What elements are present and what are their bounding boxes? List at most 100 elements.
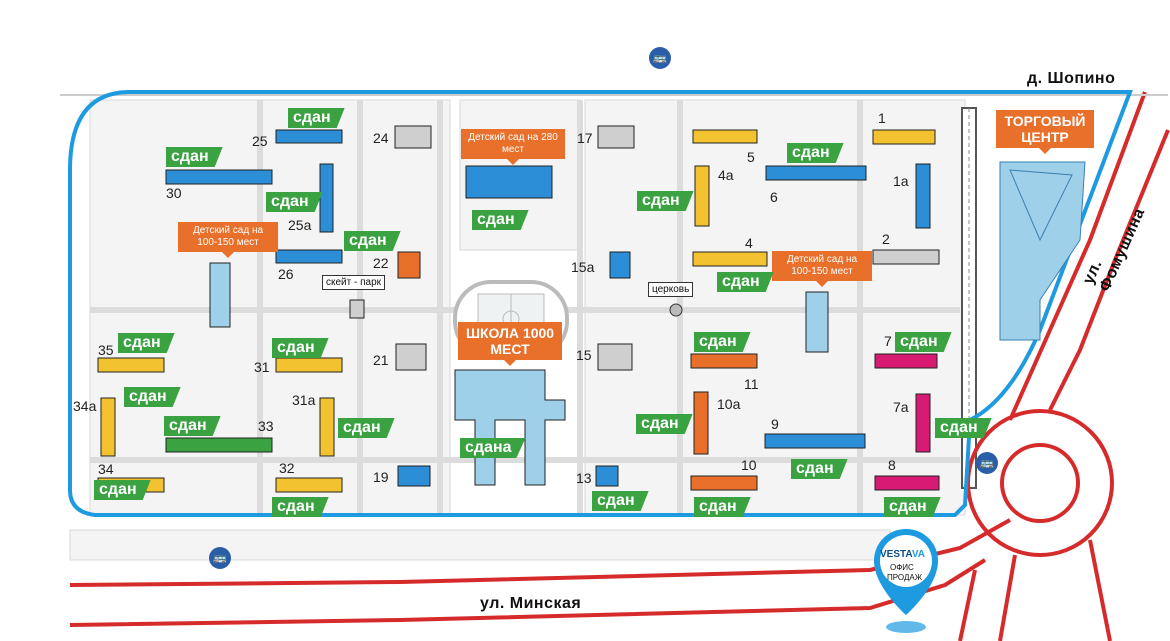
- sales-office-line1: ОФИС: [890, 563, 914, 572]
- school-building: [454, 369, 566, 486]
- building-number: 22: [373, 255, 389, 271]
- mall-callout: ТОРГОВЫЙ ЦЕНТР: [996, 110, 1094, 154]
- building-13: [595, 465, 619, 487]
- building-35: [97, 357, 165, 373]
- status-tag: сдан: [266, 192, 323, 212]
- status-tag: сдан: [935, 418, 992, 438]
- building-number: 2: [882, 231, 890, 247]
- main-roads: [69, 91, 1170, 641]
- building-24: [394, 125, 432, 149]
- street-minskaya-label: ул. Минская: [480, 595, 582, 612]
- building-33: [165, 437, 273, 453]
- building-6: [765, 165, 867, 181]
- skatepark-label: скейт - парк: [322, 275, 386, 290]
- building-7: [874, 353, 938, 369]
- status-tag: сдан: [592, 491, 649, 511]
- status-tag: сдан: [272, 497, 329, 517]
- building-number: 34а: [73, 398, 97, 414]
- sales-office-brand: VESTAVA: [880, 549, 926, 560]
- sales-office-line2: ПРОДАЖ: [887, 573, 923, 582]
- status-tag: сдан: [124, 387, 181, 407]
- location-pin-icon: [874, 529, 938, 633]
- kindergarten-100-right-building: [805, 291, 829, 353]
- building-number: 11: [744, 376, 759, 392]
- status-tag: сдан: [338, 418, 395, 438]
- building-number: 25а: [288, 217, 312, 233]
- building-9: [764, 433, 866, 449]
- building-5: [692, 129, 758, 144]
- building-number: 13: [576, 470, 592, 486]
- building-number: 10: [741, 457, 757, 473]
- church-label: церковь: [648, 282, 694, 297]
- building-number: 25: [252, 133, 268, 149]
- bus-icon[interactable]: 🚌: [209, 547, 231, 569]
- status-tag: сдан: [694, 332, 751, 352]
- building-21: [395, 343, 427, 371]
- church-icon: [669, 303, 683, 317]
- kindergarten-100-left-building: [209, 262, 231, 328]
- building-17: [597, 125, 635, 149]
- building-34a: [100, 397, 116, 457]
- street-shopino-label: д. Шопино: [1027, 70, 1116, 87]
- building-number: 1а: [893, 173, 909, 189]
- building-number: 7а: [893, 399, 909, 415]
- building-10a: [693, 391, 709, 455]
- status-tag: сдан: [895, 332, 952, 352]
- mall-building: [999, 161, 1086, 341]
- building-26: [275, 249, 343, 264]
- building-number: 33: [258, 418, 274, 434]
- status-tag: сдан: [166, 147, 223, 167]
- kindergarten-280-callout: Детский сад на 280 мест: [461, 129, 565, 165]
- building-number: 15: [576, 347, 592, 363]
- skatepark-object: [349, 299, 365, 319]
- building-number: 30: [166, 185, 182, 201]
- status-tag: сдана: [460, 438, 526, 458]
- status-tag: сдан: [636, 414, 693, 434]
- building-number: 26: [278, 266, 294, 282]
- status-tag: сдан: [272, 338, 329, 358]
- building-30: [165, 169, 273, 185]
- building-number: 32: [279, 460, 295, 476]
- kindergarten-100-right-callout: Детский сад на 100-150 мест: [772, 251, 872, 287]
- building-25a: [319, 163, 334, 233]
- status-tag: сдан: [787, 143, 844, 163]
- building-4: [692, 251, 768, 267]
- building-number: 21: [373, 352, 389, 368]
- building-8: [874, 475, 940, 491]
- building-19: [397, 465, 431, 487]
- building-number: 19: [373, 469, 389, 485]
- status-tag: сдан: [717, 272, 774, 292]
- building-number: 6: [770, 189, 778, 205]
- building-11: [690, 353, 758, 369]
- kindergarten-280-building: [465, 165, 553, 199]
- building-number: 15а: [571, 259, 595, 275]
- status-tag: сдан: [288, 108, 345, 128]
- building-2: [872, 249, 940, 265]
- building-number: 5: [747, 149, 755, 165]
- building-1a: [915, 163, 931, 229]
- building-number: 7: [884, 333, 892, 349]
- sales-office-pin[interactable]: VESTAVA ОФИС ПРОДАЖ: [872, 527, 940, 637]
- building-22: [397, 251, 421, 279]
- building-number: 24: [373, 130, 389, 146]
- status-tag: сдан: [694, 497, 751, 517]
- bus-icon[interactable]: 🚌: [649, 47, 671, 69]
- building-32: [275, 477, 343, 493]
- school-callout: ШКОЛА 1000 МЕСТ: [458, 322, 562, 366]
- bus-icon[interactable]: 🚌: [976, 452, 998, 474]
- building-15: [597, 343, 633, 371]
- building-4a: [694, 165, 710, 227]
- building-7a: [915, 393, 931, 453]
- building-number: 4а: [718, 167, 734, 183]
- building-number: 17: [577, 130, 593, 146]
- status-tag: сдан: [94, 480, 151, 500]
- building-number: 31а: [292, 392, 316, 408]
- building-10: [690, 475, 758, 491]
- building-number: 1: [878, 110, 886, 126]
- building-number: 31: [254, 359, 270, 375]
- building-number: 4: [745, 235, 753, 251]
- building-number: 10а: [717, 396, 741, 412]
- building-number: 34: [98, 461, 114, 477]
